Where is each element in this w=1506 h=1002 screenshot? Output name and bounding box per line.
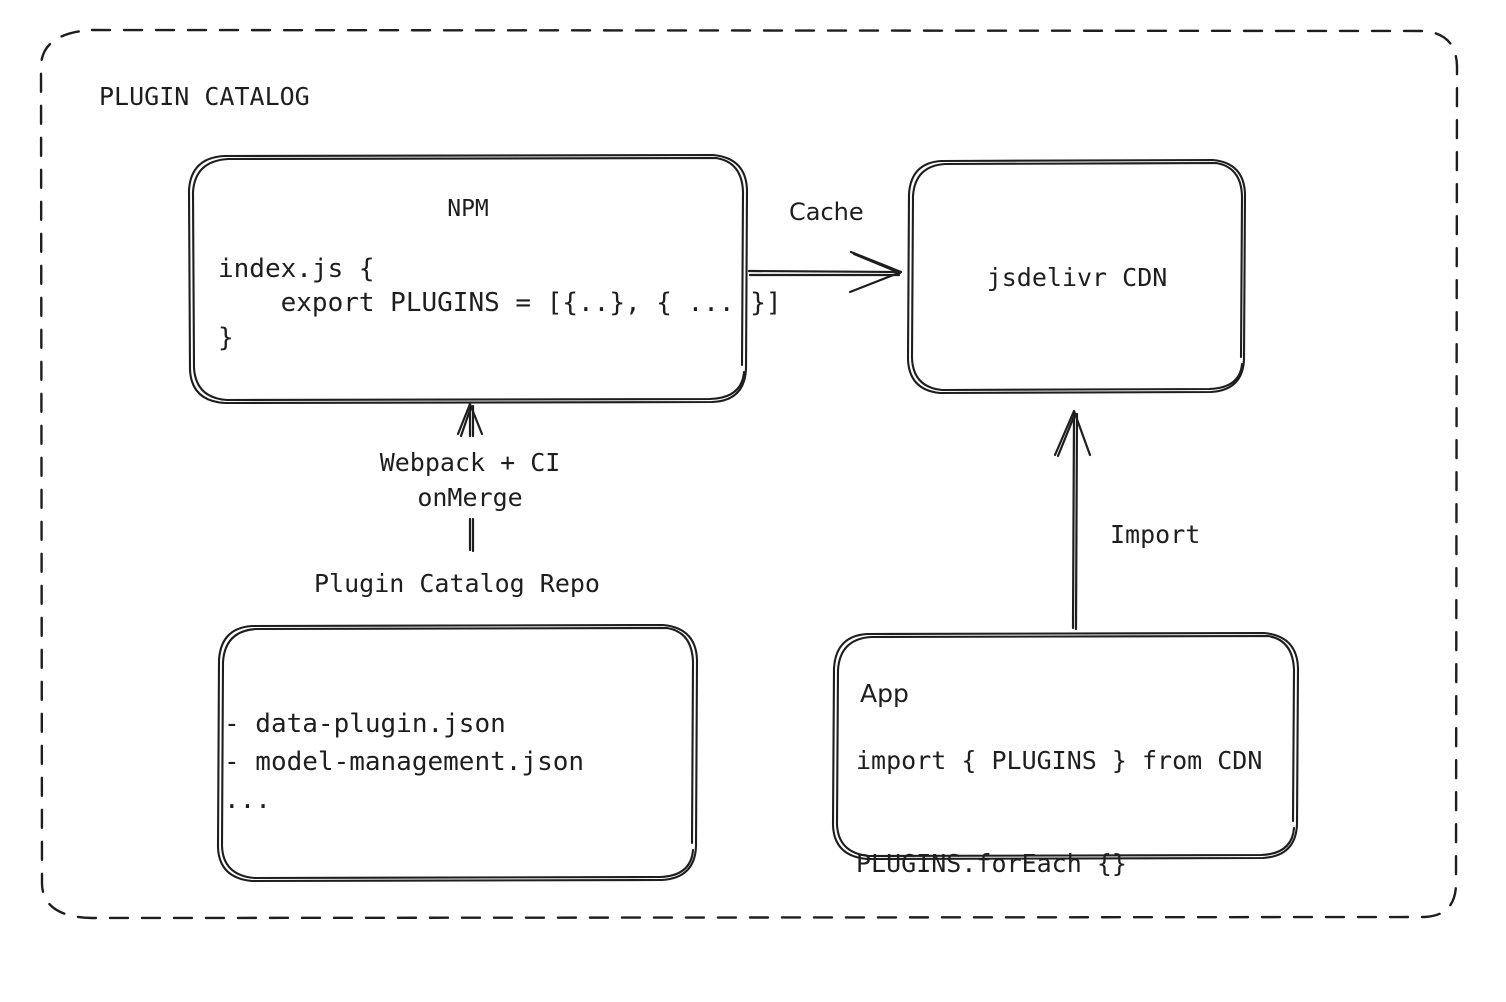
group-title: PLUGIN CATALOG	[99, 82, 310, 111]
import-arrow	[1053, 409, 1092, 631]
repo-box-files: - data-plugin.json - model-management.js…	[224, 709, 585, 815]
app-box-title: App	[860, 679, 909, 708]
webpack-edge-label: Webpack + CI onMerge	[379, 448, 561, 512]
npm-box-title: NPM	[447, 196, 489, 222]
cdn-box-title: jsdelivr CDN	[986, 263, 1168, 292]
cache-edge-label: Cache	[789, 198, 864, 226]
import-edge-label: Import	[1110, 520, 1201, 549]
npm-box-code: index.js { export PLUGINS = [{..}, { ...…	[218, 254, 782, 353]
repo-box-label: Plugin Catalog Repo	[314, 569, 600, 598]
app-box-code: import { PLUGINS } from CDN PLUGINS.forE…	[856, 746, 1263, 878]
